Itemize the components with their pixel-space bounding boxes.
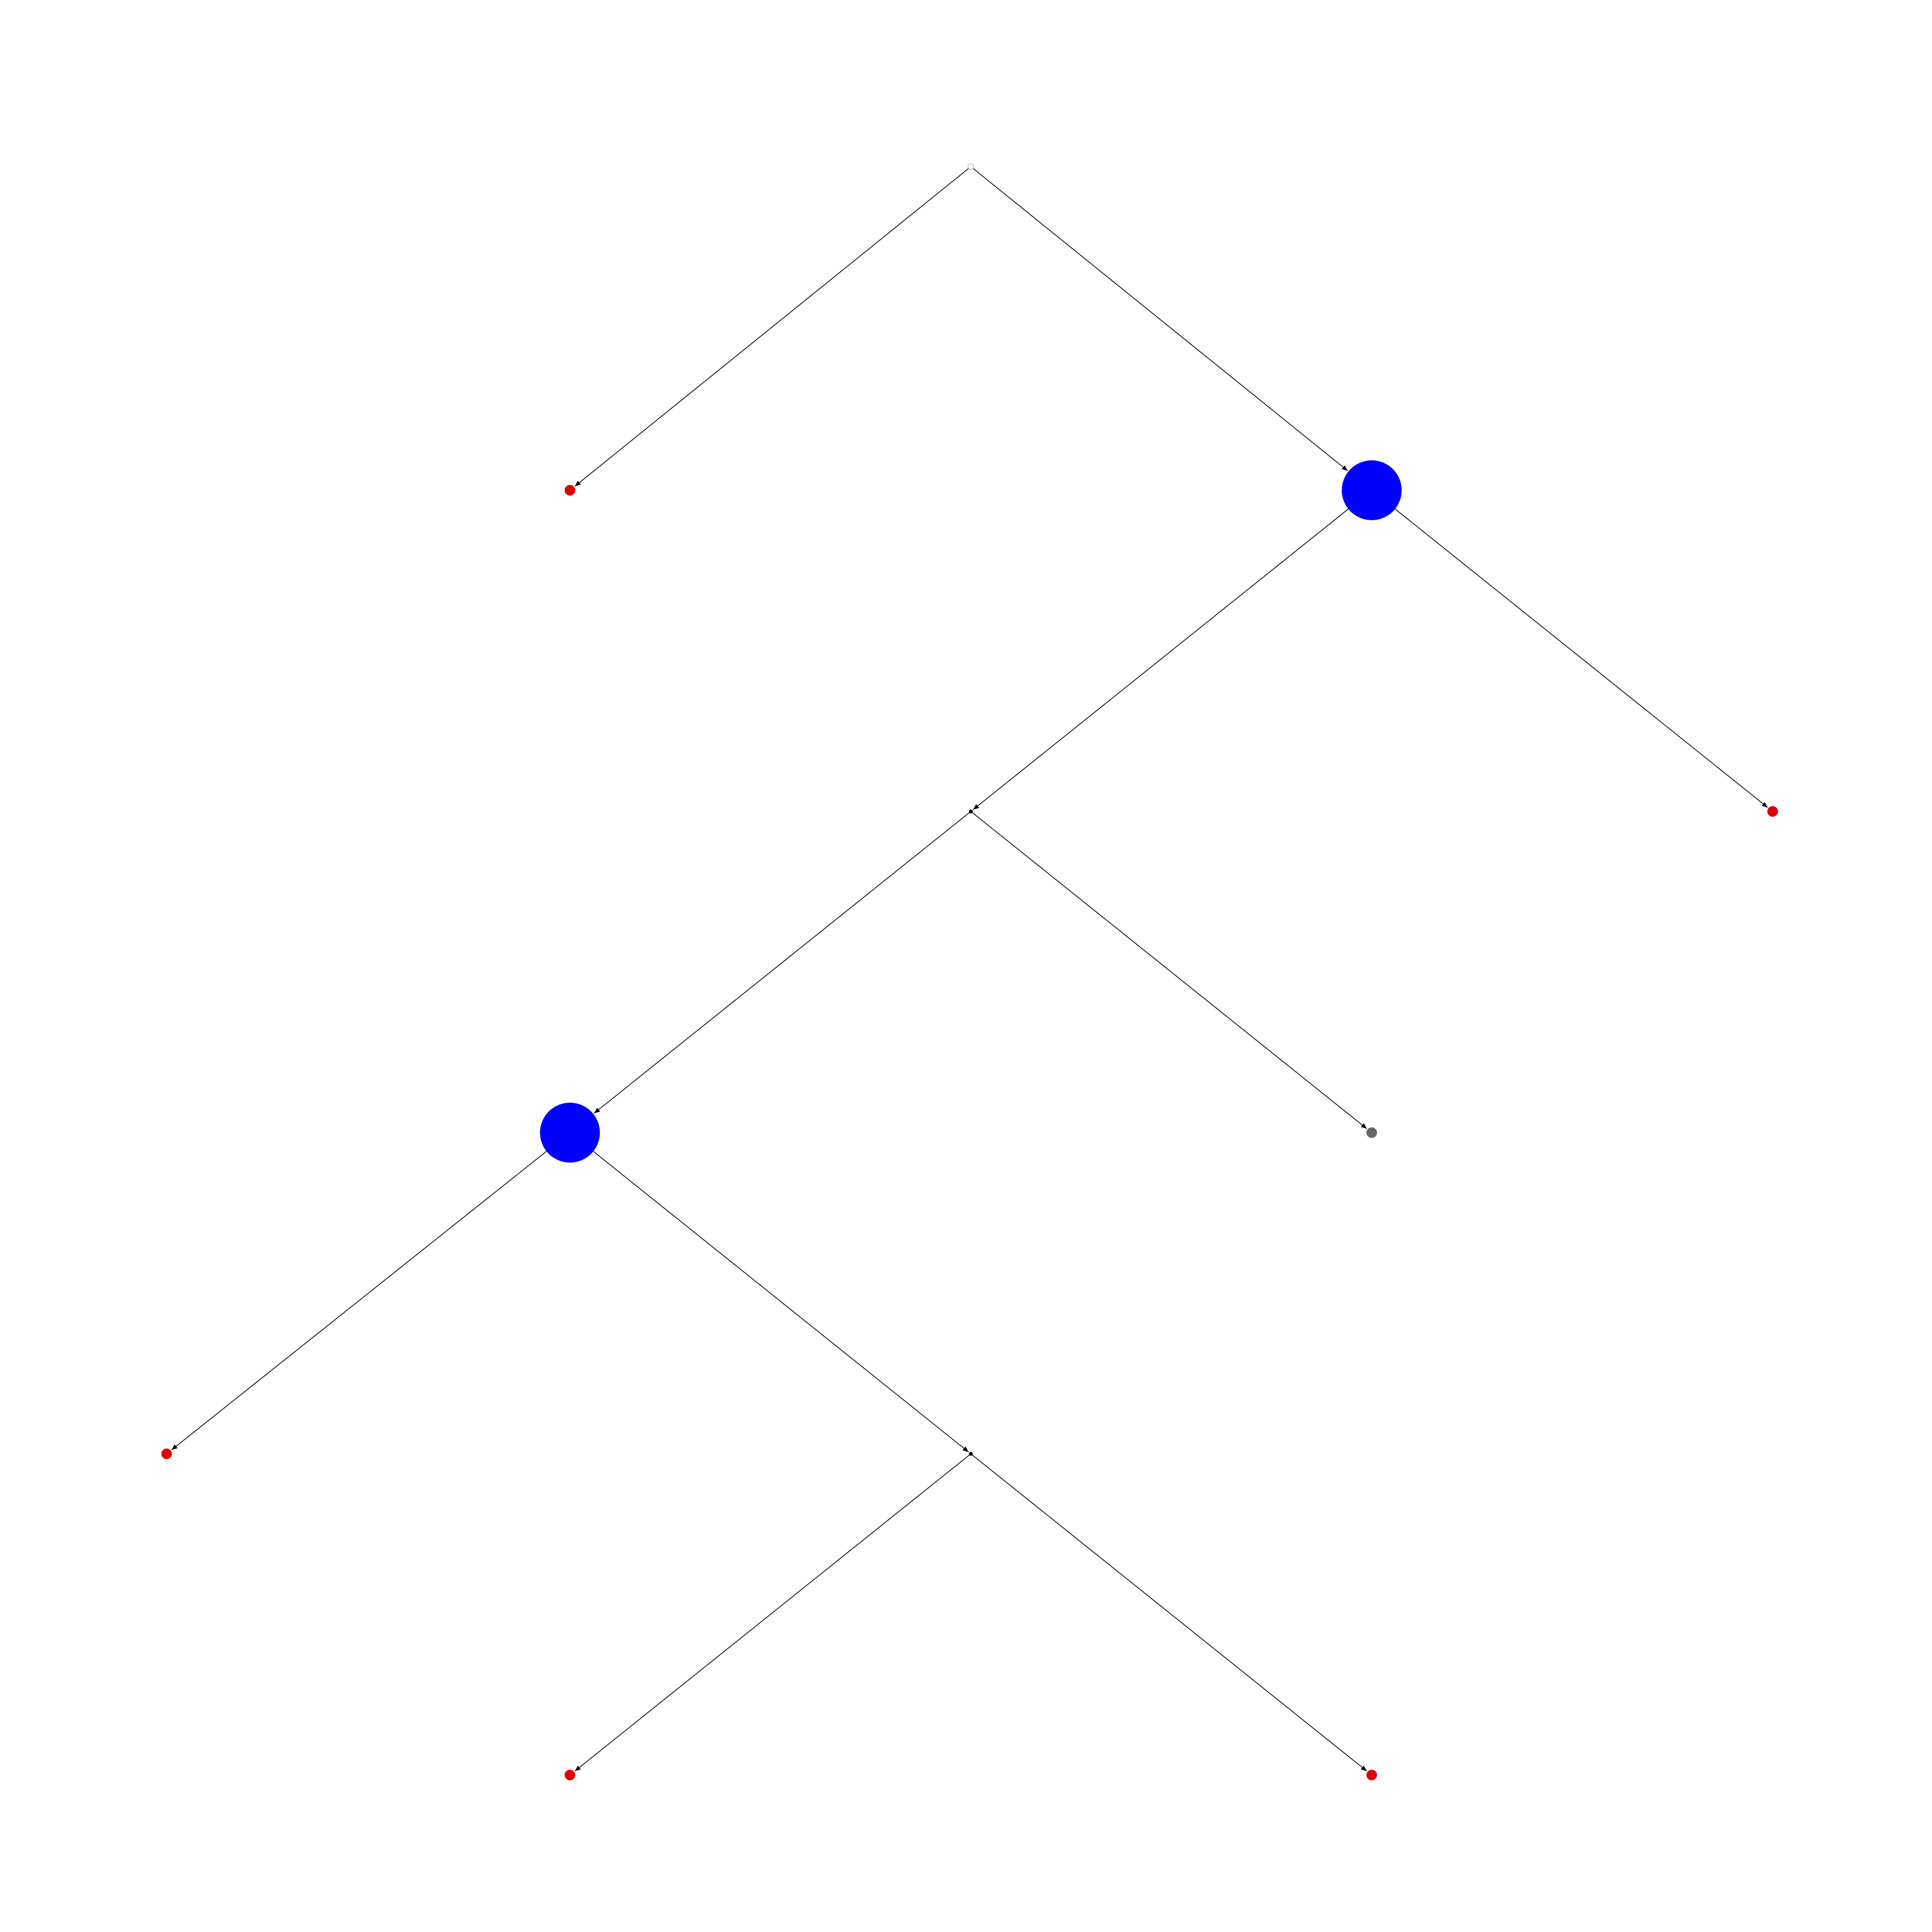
terminal-node-n10	[1366, 1770, 1377, 1780]
edge-n0-n1	[574, 166, 971, 487]
edge-n2-n4	[1371, 490, 1768, 808]
edge-n8-n9	[574, 1453, 971, 1772]
arrowhead-n2-n3	[973, 804, 980, 810]
chance-node-n8	[969, 1452, 973, 1456]
arrowhead-n0-n1	[575, 481, 581, 486]
terminal-node-n9	[565, 1770, 575, 1780]
arrowhead-n8-n10	[1361, 1765, 1367, 1771]
arrowhead-n3-n6	[1361, 1123, 1367, 1129]
terminal-node-n4	[1767, 806, 1778, 817]
arrowhead-n5-n7	[171, 1444, 178, 1450]
edges-layer	[171, 166, 1768, 1772]
edge-n5-n7	[171, 1132, 570, 1450]
edge-n5-n8	[569, 1132, 969, 1452]
arrowhead-n8-n9	[575, 1765, 581, 1771]
terminal-node-n6	[1366, 1127, 1377, 1138]
edge-n3-n6	[970, 811, 1367, 1129]
arrowhead-n5-n8	[962, 1446, 969, 1452]
edge-n2-n3	[973, 490, 1372, 810]
terminal-node-n7	[161, 1449, 172, 1459]
terminal-node-n1	[565, 485, 575, 496]
nodes-layer	[161, 163, 1778, 1780]
edge-n0-n2	[970, 166, 1348, 471]
decision-node-n2	[1342, 460, 1402, 520]
arrowhead-n3-n5	[594, 1108, 600, 1113]
arrowhead-n0-n2	[1341, 465, 1348, 471]
root-node-n0	[967, 163, 974, 170]
edge-n3-n5	[594, 811, 971, 1114]
arrowhead-n2-n4	[1762, 802, 1768, 808]
decision-node-n5	[540, 1103, 600, 1163]
edge-n8-n10	[970, 1453, 1367, 1772]
chance-node-n3	[969, 810, 973, 813]
